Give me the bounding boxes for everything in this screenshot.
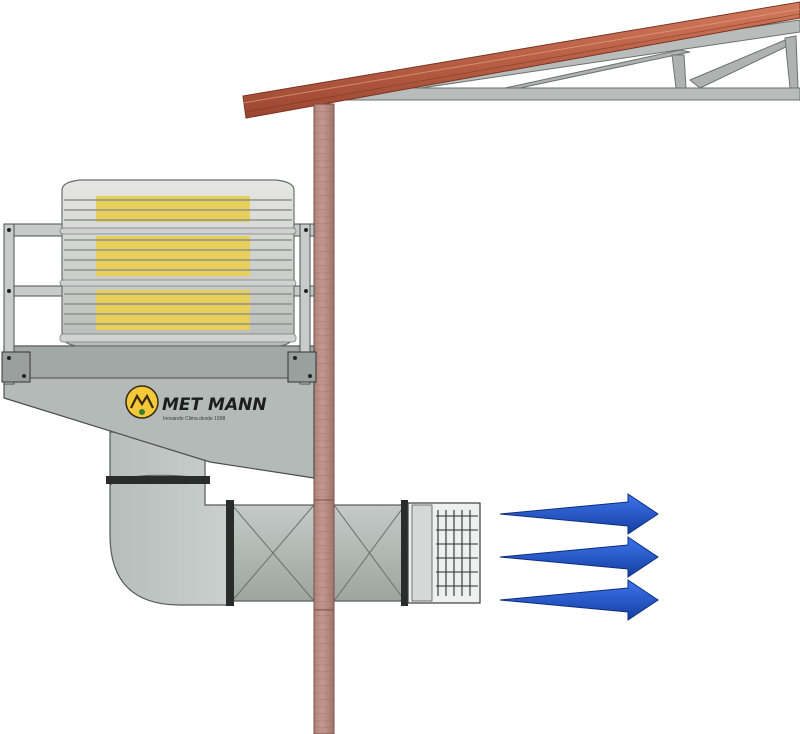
airflow-arrow-2 [499, 536, 659, 578]
cooling-pad [96, 196, 250, 330]
brand-name: MET MANN [162, 395, 267, 415]
evaporative-cooler [59, 179, 297, 347]
roof [242, 1, 800, 119]
elbow-duct [106, 431, 228, 606]
wall-front-segment [313, 499, 335, 611]
brick-wall [313, 103, 335, 734]
brand-tagline: Inovando Clima desde 1998 [163, 416, 225, 422]
airflow-arrows [499, 493, 659, 621]
brand-logo: MET MANN Inovando Clima desde 1998 [125, 385, 267, 422]
outlet-grille [407, 502, 481, 604]
airflow-arrow-3 [499, 579, 659, 621]
airflow-arrow-1 [499, 493, 659, 535]
